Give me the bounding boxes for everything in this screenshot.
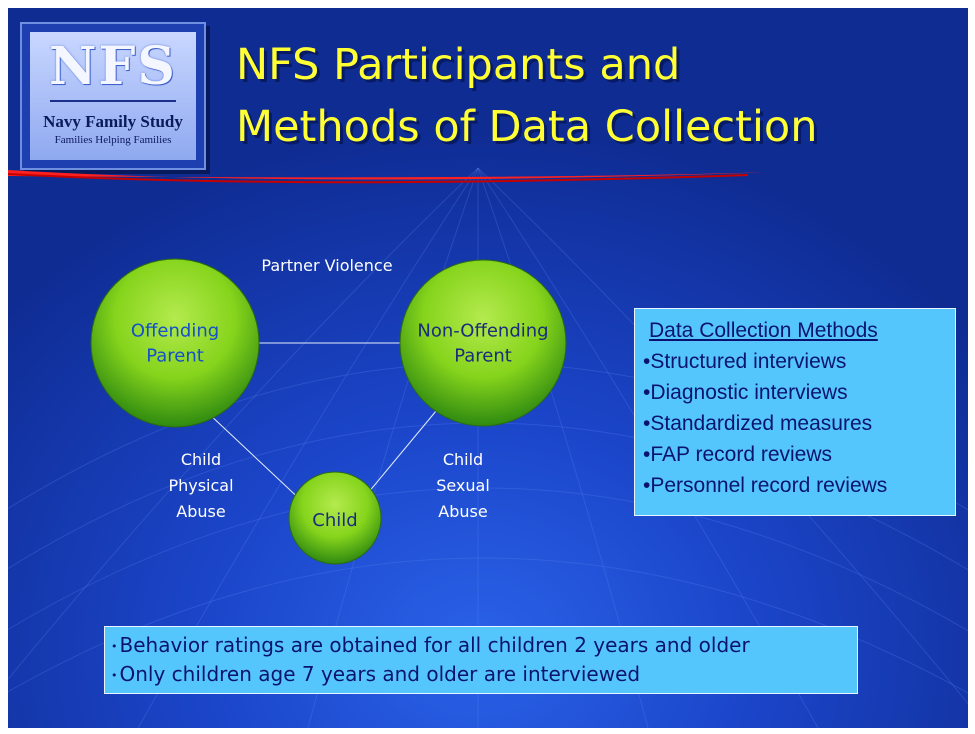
method-item: •Personnel record reviews (643, 474, 888, 497)
notes-box: •Behavior ratings are obtained for all c… (104, 626, 858, 694)
slide-title-line-1: NFS Participants and (236, 40, 681, 90)
edge-child-sexual-abuse (367, 404, 442, 494)
node-child (288, 471, 382, 565)
data-collection-methods-box: Data Collection Methods •Structured inte… (634, 308, 956, 516)
note-text: Only children age 7 years and older are … (119, 662, 641, 686)
method-item: •Structured interviews (643, 350, 847, 373)
edge-child-physical-abuse (207, 412, 307, 506)
bullet-marker: • (111, 669, 118, 682)
edge-label-partner-violence: Partner Violence (261, 256, 392, 275)
slide-title-line-2: Methods of Data Collection (236, 102, 818, 152)
note-item: •Only children age 7 years and older are… (111, 662, 640, 686)
method-item: •FAP record reviews (643, 443, 833, 466)
nfs-logo: NFS Navy Family Study Families Helping F… (20, 22, 206, 170)
node-non-offending-parent (399, 259, 567, 427)
bullet-marker: • (111, 640, 118, 653)
node-label-child: Child (312, 510, 357, 531)
logo-tagline: Families Helping Families (54, 134, 172, 146)
methods-title: Data Collection Methods (649, 319, 878, 342)
logo-name: Navy Family Study (43, 112, 183, 131)
note-item: •Behavior ratings are obtained for all c… (111, 633, 750, 657)
method-item: •Standardized measures (643, 412, 873, 435)
method-item: •Diagnostic interviews (643, 381, 848, 404)
logo-divider (50, 100, 176, 102)
logo-letters: NFS (48, 36, 177, 97)
title-underline-swoosh (8, 170, 778, 184)
slide: NFS Navy Family Study Families Helping F… (8, 8, 968, 728)
node-offending-parent (90, 258, 260, 428)
note-text: Behavior ratings are obtained for all ch… (119, 633, 750, 657)
